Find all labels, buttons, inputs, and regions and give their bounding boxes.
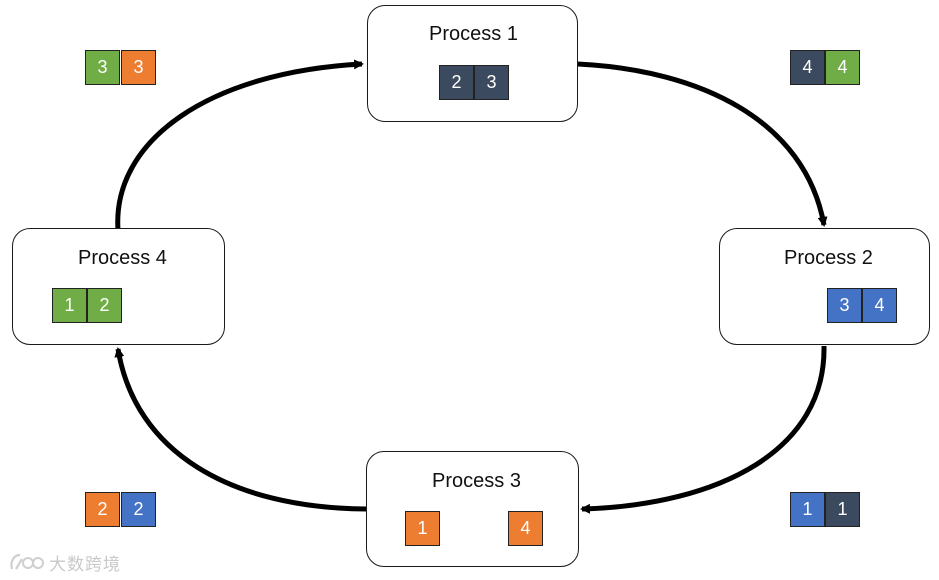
process-2-block-2: 4	[862, 288, 897, 323]
transfer-4-to-1-block-2: 3	[121, 50, 156, 85]
process-4-block-1: 1	[52, 288, 87, 323]
process-3-block-1: 1	[405, 511, 440, 546]
process-3-block-2: 4	[508, 511, 543, 546]
transfer-1-to-2-block-1: 4	[790, 50, 825, 85]
process-1-block-2: 3	[474, 65, 509, 100]
watermark-logo-icon	[10, 553, 44, 570]
process-1-box: Process 1 2 3	[367, 5, 578, 122]
process-4-title: Process 4	[78, 247, 167, 269]
transfer-1-to-2-block-2: 4	[825, 50, 860, 85]
process-4-block-2: 2	[87, 288, 122, 323]
process-2-title: Process 2	[784, 247, 873, 269]
process-2-block-1: 3	[827, 288, 862, 323]
arrow-process1-to-process2	[577, 61, 828, 227]
transfer-3-to-4-block-2: 2	[121, 492, 156, 527]
process-3-box: Process 3 1 4	[366, 451, 579, 567]
process-4-box: Process 4 1 2	[12, 228, 225, 345]
arrow-process4-to-process1	[115, 59, 364, 231]
process-3-title: Process 3	[432, 470, 521, 492]
arrow-process2-to-process3	[580, 345, 827, 514]
arrow-process3-to-process4	[114, 347, 367, 512]
transfer-4-to-1-block-1: 3	[85, 50, 120, 85]
watermark-text: 大数跨境	[49, 554, 121, 574]
transfer-3-to-4-block-1: 2	[85, 492, 120, 527]
process-2-box: Process 2 3 4	[719, 228, 930, 345]
transfer-2-to-3-block-1: 1	[790, 492, 825, 527]
transfer-2-to-3-block-2: 1	[825, 492, 860, 527]
watermark: 大数跨境	[8, 550, 121, 574]
process-1-title: Process 1	[429, 23, 518, 45]
process-1-block-1: 2	[439, 65, 474, 100]
